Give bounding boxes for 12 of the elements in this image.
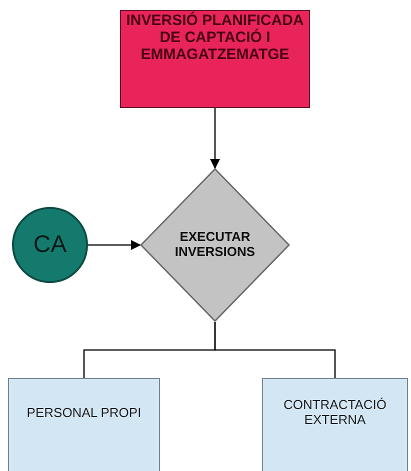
node-label: CONTRACTACIÓ EXTERNA [282,398,388,428]
arrow [88,240,141,250]
decision-diamond [140,168,290,322]
connector-line [214,322,336,378]
node-label: EXECUTAR INVERSIONS [174,230,256,260]
process-box [120,10,310,108]
arrow [210,108,220,169]
process-box [8,378,160,471]
node-label: CA [33,232,67,258]
node-label: PERSONAL PROPI [26,406,142,420]
process-box [262,378,408,471]
node-label: INVERSIÓ PLANIFICADA DE CAPTACIÓ I EMMAGATZEMATGE [125,13,305,64]
